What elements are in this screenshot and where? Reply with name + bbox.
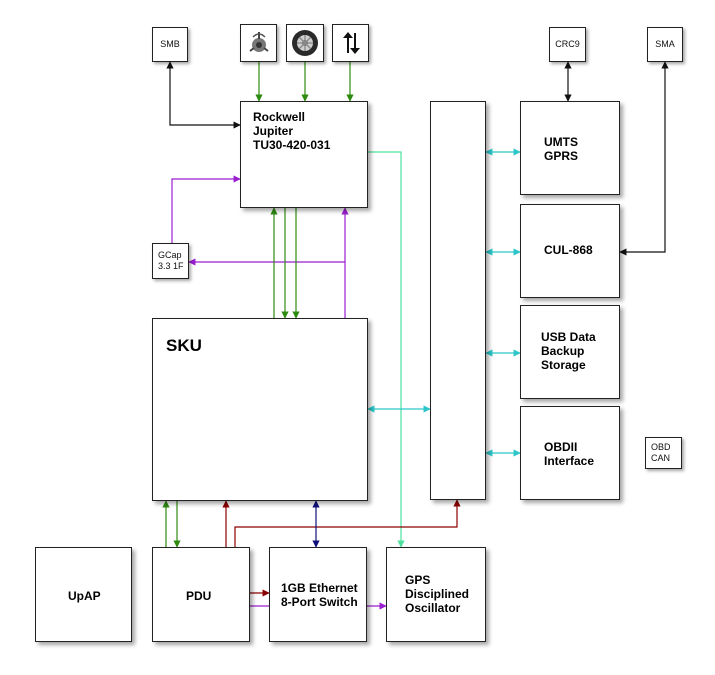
sku-label: SKU (166, 336, 202, 355)
cul-868-block (520, 204, 620, 298)
wire-rockwell-gps (368, 151, 405, 548)
gps-oscillator-block (386, 547, 486, 642)
wire-gcap-rockwell (171, 175, 241, 243)
sma-connector: SMA (647, 27, 683, 62)
usb-backup-block (520, 305, 620, 399)
pdu-block (152, 547, 250, 642)
interface-bus-block (430, 101, 486, 500)
wire-smb-rockwell (166, 61, 241, 129)
wire-sku-gcap (188, 258, 346, 318)
obdii-interface-block (520, 406, 620, 500)
umts-gprs-label: UMTS GPRS (544, 135, 579, 163)
pdu-label: PDU (186, 589, 212, 603)
upap-block (35, 547, 132, 642)
gps-oscillator-label: GPS Disciplined Oscillator (405, 573, 470, 615)
obdii-interface-label: OBDII Interface (544, 440, 595, 468)
ethernet-switch-label: 1GB Ethernet 8-Port Switch (281, 581, 358, 609)
obd-can-connector: OBD CAN (645, 437, 682, 469)
gcap-capacitor: GCap 3.3 1F (152, 243, 189, 279)
rockwell-jupiter-label: Rockwell Jupiter TU30-420-031 (253, 110, 331, 152)
wire-sma-cul (619, 61, 669, 256)
cul-868-label: CUL-868 (544, 243, 593, 257)
ethernet-switch-block (269, 547, 367, 642)
usb-backup-label: USB Data Backup Storage (541, 330, 596, 372)
umts-gprs-block (520, 101, 620, 195)
antenna-icon (240, 24, 277, 62)
crc9-connector: CRC9 (549, 27, 586, 62)
sku-block (152, 318, 368, 501)
wire-pdu-bus (234, 499, 461, 547)
rockwell-jupiter-block (240, 101, 368, 208)
smb-connector: SMB (152, 27, 188, 62)
upap-label: UpAP (68, 589, 101, 603)
up-down-arrows-icon (332, 24, 369, 62)
tire-icon (286, 24, 324, 62)
